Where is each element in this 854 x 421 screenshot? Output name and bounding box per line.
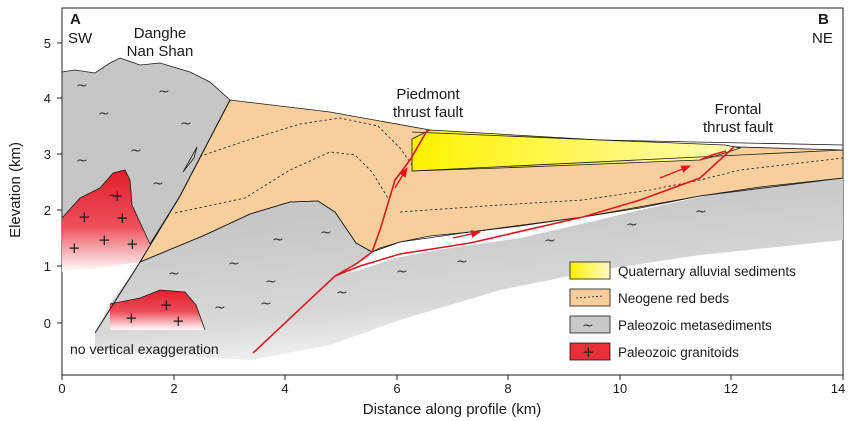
y-tick-label: 0 xyxy=(44,316,51,331)
right-end-letter: B xyxy=(818,11,829,28)
svg-text:+: + xyxy=(125,309,138,327)
legend-label: Neogene red beds xyxy=(618,291,729,306)
metasediment-symbols: ~ ~ ~ ~ ~ ~ ~ ~ ~ ~ ~ ~ ~ ~ ~ ~ ~ ~ ~ ~ ~ xyxy=(76,78,707,316)
axis-ticks xyxy=(57,42,844,380)
svg-text:~: ~ xyxy=(320,225,332,241)
svg-text:~: ~ xyxy=(695,204,707,220)
x-tick-label: 2 xyxy=(170,381,177,396)
x-tick-label: 12 xyxy=(724,381,738,396)
thrust-faults xyxy=(252,128,735,354)
svg-text:~: ~ xyxy=(98,106,110,122)
granitoid-upper xyxy=(62,170,150,272)
svg-text:~: ~ xyxy=(158,84,170,100)
legend-label: Quaternary alluvial sediments xyxy=(618,264,796,279)
svg-text:~: ~ xyxy=(180,116,192,132)
svg-text:~: ~ xyxy=(152,176,164,192)
x-tick-label: 10 xyxy=(613,381,627,396)
svg-text:~: ~ xyxy=(396,264,408,280)
svg-text:~: ~ xyxy=(108,188,120,204)
svg-text:+: + xyxy=(68,239,81,257)
bedding-lines xyxy=(174,117,844,214)
svg-text:+: + xyxy=(78,208,91,226)
legend-label: Paleozoic metasediments xyxy=(618,318,772,333)
svg-text:+: + xyxy=(111,187,124,205)
svg-text:~: ~ xyxy=(336,285,348,301)
legend-symbol: ~ xyxy=(582,318,594,334)
svg-text:+: + xyxy=(126,235,139,253)
granitoid-lower xyxy=(110,290,205,330)
x-tick-label: 8 xyxy=(504,381,511,396)
svg-text:~: ~ xyxy=(544,233,556,249)
svg-text:~: ~ xyxy=(76,153,88,169)
y-tick-label: 3 xyxy=(44,147,51,162)
y-tick-label: 4 xyxy=(44,91,51,106)
legend-swatch-paleozoic xyxy=(569,315,611,334)
svg-text:~: ~ xyxy=(260,296,272,312)
svg-text:~: ~ xyxy=(130,143,142,159)
legend-symbol: + xyxy=(582,343,595,361)
svg-text:+: + xyxy=(98,231,111,249)
svg-text:~: ~ xyxy=(272,232,284,248)
legend-swatch-granitoid xyxy=(569,342,611,361)
left-end-direction: SW xyxy=(68,30,93,47)
paleozoic-lower-unit xyxy=(95,178,843,360)
quaternary-alluvium xyxy=(411,129,742,172)
x-tick-label: 0 xyxy=(58,381,65,396)
y-axis-title: Elevation (km) xyxy=(7,142,24,238)
legend-label: Paleozoic granitoids xyxy=(618,345,739,360)
granitoid-symbols: ++ ++ ++ ++ + xyxy=(68,187,185,330)
svg-text:+: + xyxy=(172,312,185,330)
legend-swatch-quaternary xyxy=(569,261,611,280)
y-tick-label: 5 xyxy=(44,36,51,51)
svg-text:+: + xyxy=(116,209,129,227)
svg-text:+: + xyxy=(160,296,173,314)
peak-label-line2: Nan Shan xyxy=(127,43,194,60)
svg-text:~: ~ xyxy=(214,300,226,316)
piedmont-fault-label-line1: Piedmont xyxy=(396,86,460,103)
y-tick-label: 1 xyxy=(44,259,51,274)
legend: Quaternary alluvial sediments Neogene re… xyxy=(569,261,796,361)
svg-text:~: ~ xyxy=(228,256,240,272)
peak-label-line1: Danghe xyxy=(134,25,187,42)
piedmont-fault-label-line2: thrust fault xyxy=(393,104,464,121)
left-end-letter: A xyxy=(70,11,81,28)
x-axis-title: Distance along profile (km) xyxy=(363,401,541,418)
y-tick-label: 2 xyxy=(44,203,51,218)
x-tick-label: 4 xyxy=(281,381,288,396)
svg-text:~: ~ xyxy=(626,217,638,233)
frontal-fault-label-line2: thrust fault xyxy=(703,119,774,136)
frontal-fault-label-line1: Frontal xyxy=(715,101,762,118)
x-tick-label: 14 xyxy=(831,381,845,396)
legend-swatch-neogene xyxy=(569,288,611,307)
svg-text:~: ~ xyxy=(168,266,180,282)
svg-text:~: ~ xyxy=(456,254,468,270)
right-end-direction: NE xyxy=(812,30,833,47)
x-tick-label: 6 xyxy=(393,381,400,396)
svg-text:~: ~ xyxy=(76,78,88,94)
svg-text:~: ~ xyxy=(265,274,277,290)
scale-note: no vertical exaggeration xyxy=(70,341,219,357)
